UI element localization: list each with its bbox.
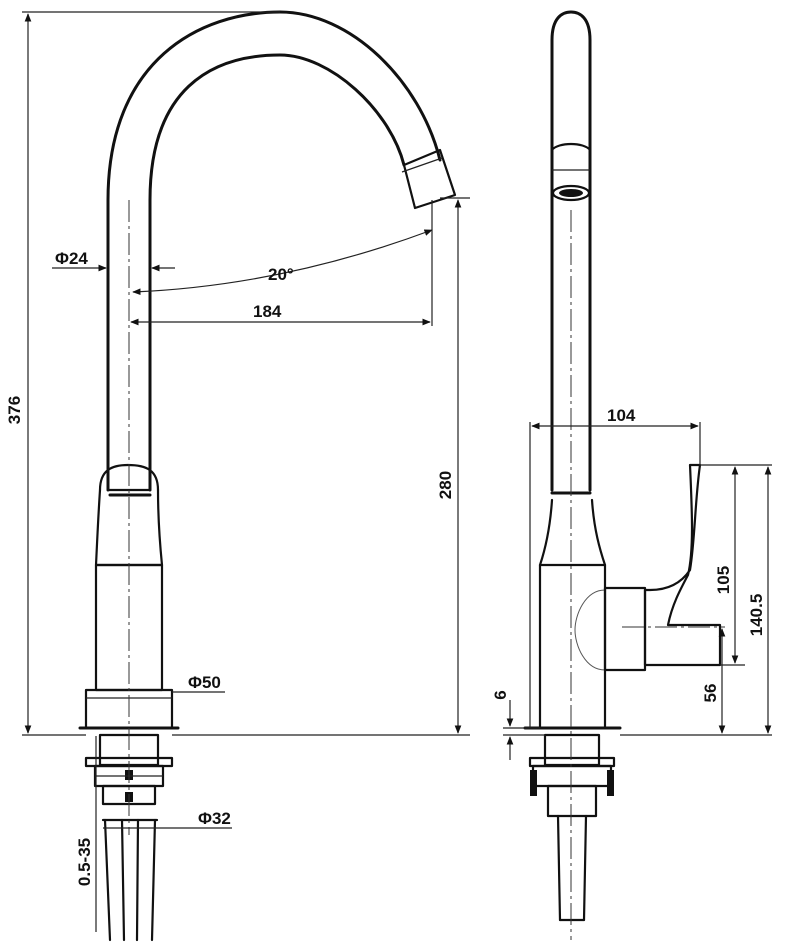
dim-32-label: Φ32 [198, 809, 231, 828]
dim-swivel-angle: 20° [132, 229, 433, 296]
side-view: 104 105 140.5 56 6 [491, 10, 772, 940]
dim-handle-total: 140.5 [620, 466, 772, 736]
dim-6-label: 6 [491, 690, 510, 699]
dim-spout-diameter: Φ24 [52, 249, 175, 272]
front-view: 376 280 Φ24 20° 184 Φ50 [5, 10, 470, 942]
front-spout [106, 10, 457, 497]
dim-base-diameter: Φ50 [172, 673, 225, 693]
dim-side-depth: 104 [529, 406, 701, 728]
dim-280-label: 280 [436, 471, 455, 499]
dim-1405-label: 140.5 [747, 594, 766, 637]
dim-56-label: 56 [701, 684, 720, 703]
side-body [523, 463, 725, 922]
dim-0535-label: 0.5-35 [75, 838, 94, 886]
dim-20-label: 20° [268, 265, 294, 284]
dim-50-label: Φ50 [188, 673, 221, 692]
dim-shank-diameter: Φ32 [103, 809, 232, 829]
dim-105-label: 105 [714, 566, 733, 594]
dim-flange-thickness: 6 [491, 690, 545, 760]
dim-376-label: 376 [5, 396, 24, 424]
dim-total-height: 376 [5, 11, 280, 736]
dim-104-label: 104 [607, 406, 636, 425]
dim-24-label: Φ24 [55, 249, 88, 268]
dim-spout-reach: 184 [130, 200, 433, 326]
dim-handle-offset: 56 [701, 628, 726, 734]
dim-spout-height: 280 [172, 197, 470, 736]
dim-deck-thickness: 0.5-35 [75, 736, 97, 932]
dim-184-label: 184 [253, 302, 282, 321]
